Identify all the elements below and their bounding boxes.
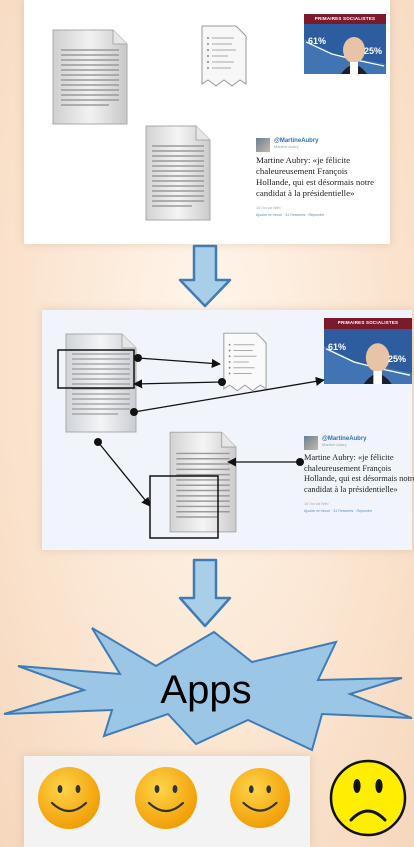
tweet-middle: @MartineAubry Martine Aubry Martine Aubr… — [304, 436, 414, 513]
down-arrow-icon-1 — [178, 244, 232, 308]
middle-tweet-handle: @MartineAubry — [322, 436, 367, 442]
middle-tv-photo: PRIMAIRES SOCIALISTES 61% 25% — [324, 318, 412, 384]
middle-tweet-text: Martine Aubry: «je félicite chaleureusem… — [304, 453, 414, 494]
tweet-text: Martine Aubry: «je félicite chaleureusem… — [256, 155, 374, 198]
middle-panel: PRIMAIRES SOCIALISTES 61% 25% @MartineAu… — [42, 310, 414, 550]
happy-face-icon-2 — [135, 767, 197, 829]
down-arrow-icon-2 — [178, 558, 232, 628]
photo-percentage-right: 25% — [364, 46, 383, 56]
middle-tweet-avatar — [304, 436, 318, 450]
happy-face-icon-1 — [38, 767, 100, 829]
arrow-dot-4 — [94, 438, 102, 446]
sad-face-icon — [329, 759, 407, 837]
middle-photo-title: PRIMAIRES SOCIALISTES — [337, 320, 399, 325]
tweet-meta: 16 Oct via Web — [256, 206, 281, 210]
photo-title: PRIMAIRES SOCIALISTES — [314, 16, 376, 21]
tv-photo: PRIMAIRES SOCIALISTES 61% 25% — [304, 14, 386, 74]
happy-face-icon-3 — [229, 767, 291, 829]
apps-label: Apps — [160, 668, 252, 712]
tweet-top: @MartineAubry Martine Aubry Martine Aubr… — [256, 138, 390, 217]
tweet-avatar — [256, 138, 270, 152]
tweet-actions: Ajouter en favori · 51 Retweets · Répond… — [256, 213, 325, 217]
middle-tweet-meta: 16 Oct via Web — [304, 502, 329, 506]
arrow-doc-to-doc — [97, 441, 151, 507]
photo-percentage-left: 61% — [308, 36, 327, 46]
middle-document-right-icon — [169, 431, 237, 533]
middle-photo-percentage-left: 61% — [328, 342, 347, 352]
top-panel: PRIMAIRES SOCIALISTES 61% 25% @MartineAu… — [24, 0, 390, 244]
document-second-icon — [145, 125, 211, 221]
middle-photo-percentage-right: 25% — [388, 354, 407, 364]
document-large-icon — [52, 29, 128, 125]
arrow-list-to-doc — [133, 379, 223, 389]
middle-tweet-subhandle: Martine Aubry — [322, 442, 347, 447]
arrow-doc-to-list — [137, 357, 221, 368]
middle-list-document-icon — [223, 332, 267, 392]
tweet-subhandle: Martine Aubry — [274, 144, 299, 149]
middle-tweet-actions: Ajouter en favori · 51 Retweets · Répond… — [304, 509, 373, 513]
apps-burst-shape — [3, 627, 413, 752]
arrow-dot-5 — [296, 458, 304, 466]
tweet-handle: @MartineAubry — [274, 138, 319, 144]
middle-document-left-icon — [65, 333, 137, 433]
list-document-icon — [201, 25, 247, 87]
